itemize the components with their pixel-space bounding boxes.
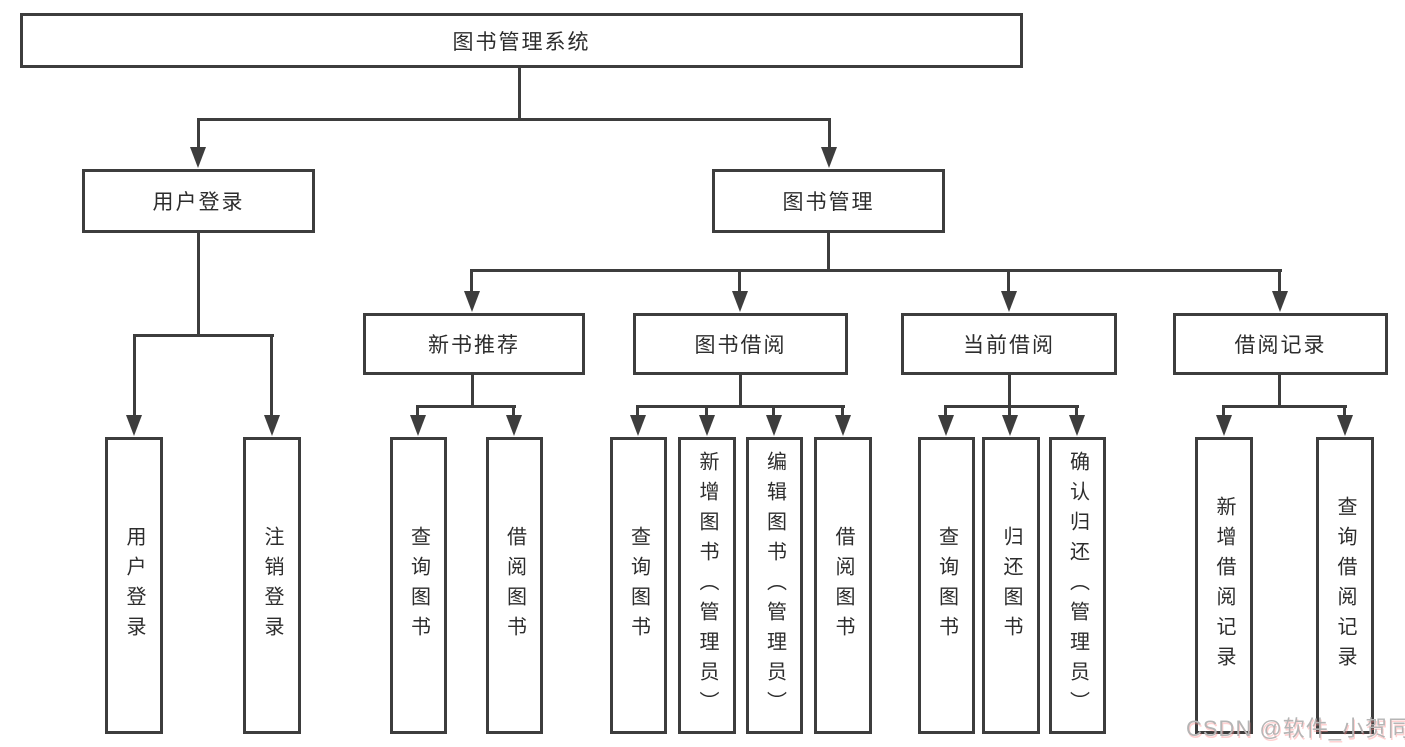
arrow-down-icon: [835, 415, 851, 436]
connector-line: [471, 375, 474, 408]
node-book-borrow: 图书借阅: [633, 313, 848, 375]
connector-line: [512, 405, 515, 417]
node-return-book-label: 归还图书: [1000, 525, 1022, 646]
node-confirm-return-admin-label: 确认归还（管理员）: [1066, 450, 1089, 721]
node-edit-book-admin: 编辑图书（管理员）: [746, 437, 803, 734]
node-book-borrow-label: 图书借阅: [694, 334, 787, 357]
node-query-books-borrow: 查询图书: [610, 437, 667, 734]
connector-line: [841, 405, 844, 417]
connector-line: [1008, 375, 1011, 408]
arrow-down-icon: [938, 415, 954, 436]
node-confirm-return-admin: 确认归还（管理员）: [1049, 437, 1106, 734]
node-logout: 注销登录: [243, 437, 301, 734]
arrow-down-icon: [1001, 291, 1017, 312]
node-borrow-books-recommend-label: 借阅图书: [503, 525, 526, 646]
connector-line: [1222, 405, 1225, 417]
connector-line: [772, 405, 775, 417]
connector-line: [197, 118, 200, 150]
node-user-login-leaf: 用户登录: [105, 437, 163, 734]
connector-line: [637, 405, 845, 408]
node-query-books-current: 查询图书: [918, 437, 975, 734]
node-query-borrow-record-label: 查询借阅记录: [1334, 495, 1356, 676]
connector-line: [1075, 405, 1078, 417]
connector-line: [1008, 405, 1011, 417]
connector-line: [417, 405, 516, 408]
connector-line: [470, 269, 473, 293]
arrow-down-icon: [264, 415, 280, 436]
arrow-down-icon: [1002, 415, 1018, 436]
arrow-down-icon: [630, 415, 646, 436]
node-user-login-label: 用户登录: [152, 191, 245, 214]
arrow-down-icon: [464, 291, 480, 312]
node-new-book-recommend-label: 新书推荐: [428, 334, 520, 357]
arrow-down-icon: [506, 415, 522, 436]
connector-line: [471, 269, 1282, 272]
connector-line: [133, 334, 274, 337]
node-book-management: 图书管理: [712, 169, 945, 233]
node-add-book-admin: 新增图书（管理员）: [678, 437, 736, 734]
connector-line: [518, 68, 521, 119]
node-add-book-admin-label: 新增图书（管理员）: [696, 450, 718, 721]
node-borrow-records-label: 借阅记录: [1234, 334, 1327, 357]
node-logout-label: 注销登录: [261, 525, 283, 646]
node-borrow-records: 借阅记录: [1173, 313, 1388, 375]
connector-line: [945, 405, 1079, 408]
node-new-book-recommend: 新书推荐: [363, 313, 585, 375]
arrow-down-icon: [126, 415, 142, 436]
node-edit-book-admin-label: 编辑图书（管理员）: [763, 450, 786, 721]
node-current-borrow: 当前借阅: [901, 313, 1117, 375]
connector-line: [133, 334, 136, 416]
connector-line: [944, 405, 947, 417]
arrow-down-icon: [1216, 415, 1232, 436]
csdn-watermark: CSDN @软件_小贺同学: [1186, 716, 1405, 741]
node-current-borrow-label: 当前借阅: [963, 334, 1055, 357]
arrow-down-icon: [732, 291, 748, 312]
connector-line: [1278, 375, 1281, 408]
node-book-management-label: 图书管理: [782, 191, 875, 214]
node-user-login: 用户登录: [82, 169, 315, 233]
connector-line: [270, 334, 273, 416]
node-add-borrow-record: 新增借阅记录: [1195, 437, 1253, 734]
arrow-down-icon: [1272, 291, 1288, 312]
connector-line: [738, 269, 741, 293]
node-query-books-current-label: 查询图书: [935, 525, 958, 646]
node-query-books-recommend-label: 查询图书: [407, 525, 430, 646]
arrow-down-icon: [190, 147, 206, 168]
arrow-down-icon: [821, 147, 837, 168]
connector-line: [739, 375, 742, 408]
node-query-borrow-record: 查询借阅记录: [1316, 437, 1374, 734]
connector-line: [1343, 405, 1346, 417]
arrow-down-icon: [1337, 415, 1353, 436]
node-root-label: 图书管理系统: [452, 30, 591, 54]
node-add-borrow-record-label: 新增借阅记录: [1213, 495, 1235, 676]
arrow-down-icon: [410, 415, 426, 436]
connector-line: [197, 233, 200, 336]
connector-line: [1223, 405, 1347, 408]
node-query-books-recommend: 查询图书: [390, 437, 447, 734]
arrow-down-icon: [766, 415, 782, 436]
connector-line: [828, 118, 831, 150]
node-borrow-books-leaf: 借阅图书: [814, 437, 872, 734]
arrow-down-icon: [1069, 415, 1085, 436]
node-query-books-borrow-label: 查询图书: [627, 525, 650, 646]
node-user-login-leaf-label: 用户登录: [123, 525, 145, 646]
connector-line: [1278, 269, 1281, 293]
connector-line: [705, 405, 708, 417]
connector-line: [197, 118, 831, 121]
connector-line: [636, 405, 639, 417]
node-root: 图书管理系统: [20, 13, 1023, 68]
connector-line: [827, 233, 830, 271]
connector-line: [416, 405, 419, 417]
node-borrow-books-recommend: 借阅图书: [486, 437, 543, 734]
connector-line: [1007, 269, 1010, 293]
node-borrow-books-leaf-label: 借阅图书: [832, 525, 854, 646]
arrow-down-icon: [699, 415, 715, 436]
node-return-book: 归还图书: [982, 437, 1040, 734]
